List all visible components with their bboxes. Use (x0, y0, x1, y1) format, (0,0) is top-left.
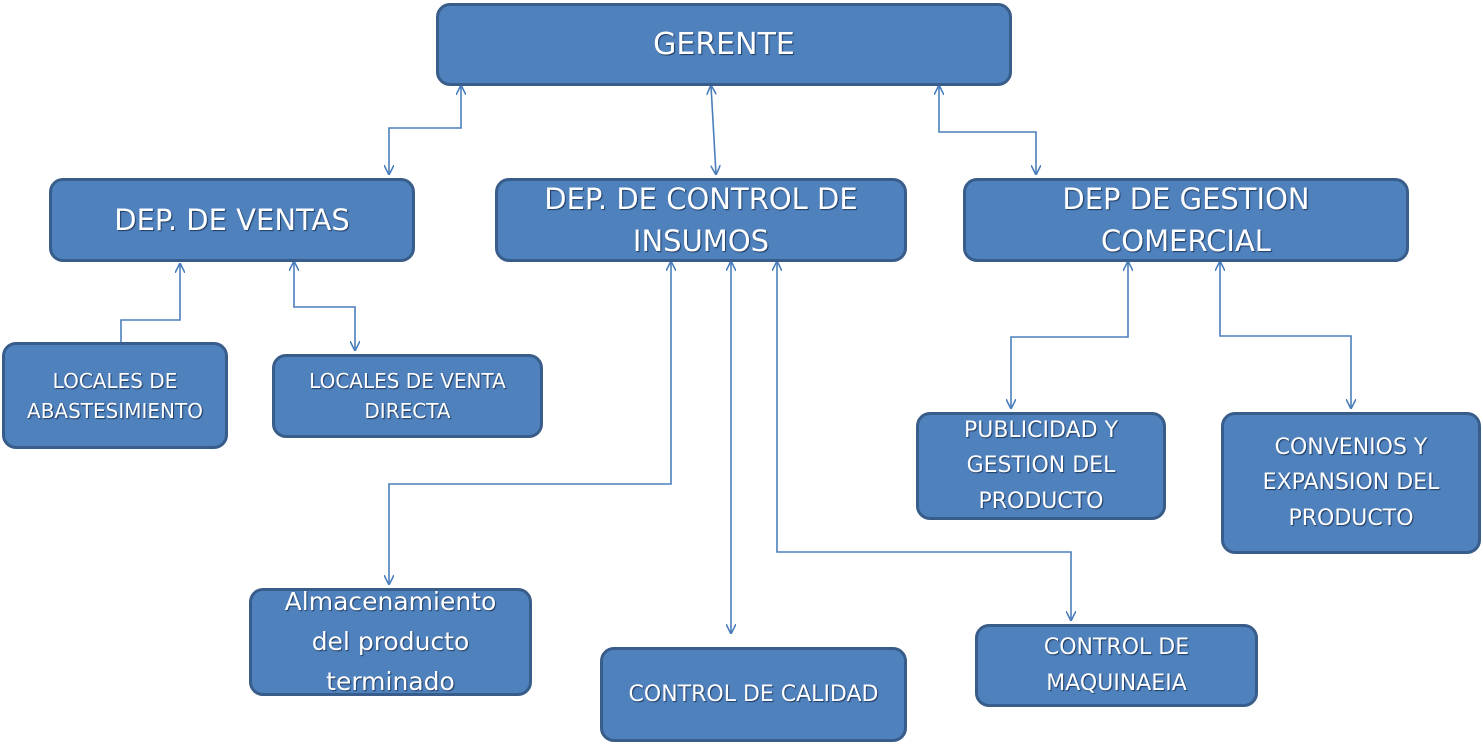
convenios-expansion-box: CONVENIOS Y EXPANSION DEL PRODUCTO (1221, 412, 1481, 554)
connector-gestion-convenios (1220, 262, 1351, 408)
dep-control-insumos-box: DEP. DE CONTROL DE INSUMOS (495, 178, 907, 262)
connector-ventas-locales-venta-directa (294, 262, 355, 350)
connector-gerente-control (711, 86, 716, 174)
connector-gerente-ventas (389, 86, 461, 174)
control-calidad-box: CONTROL DE CALIDAD (600, 647, 907, 742)
convenios-expansion-label: CONVENIOS Y EXPANSION DEL PRODUCTO (1262, 435, 1440, 531)
connector-control-maquinaeia (777, 262, 1071, 620)
gerente-box: GERENTE (436, 3, 1012, 86)
dep-gestion-comercial-box: DEP DE GESTION COMERCIAL (963, 178, 1409, 262)
dep-ventas-label: DEP. DE VENTAS (114, 202, 350, 237)
locales-abastesimiento-label: LOCALES DE ABASTESIMIENTO (27, 368, 203, 423)
almacenamiento-label: Almacenamiento del producto terminado (284, 587, 497, 696)
connector-ventas-locales-abastesimiento (120, 264, 180, 355)
dep-ventas-box: DEP. DE VENTAS (49, 178, 415, 262)
control-maquinaeia-box: CONTROL DE MAQUINAEIA (975, 624, 1258, 707)
dep-control-insumos-label: DEP. DE CONTROL DE INSUMOS (544, 181, 858, 258)
dep-gestion-comercial-label: DEP DE GESTION COMERCIAL (1062, 181, 1310, 258)
publicidad-gestion-box: PUBLICIDAD Y GESTION DEL PRODUCTO (916, 412, 1166, 520)
locales-venta-directa-label: LOCALES DE VENTA DIRECTA (309, 369, 506, 423)
locales-abastesimiento-box: LOCALES DE ABASTESIMIENTO (2, 342, 228, 449)
connector-control-almacenamiento (389, 262, 671, 584)
almacenamiento-box: Almacenamiento del producto terminado (249, 587, 532, 696)
publicidad-gestion-label: PUBLICIDAD Y GESTION DEL PRODUCTO (963, 418, 1119, 514)
control-calidad-label: CONTROL DE CALIDAD (628, 681, 879, 707)
connector-gerente-gestion (939, 86, 1036, 174)
locales-venta-directa-box: LOCALES DE VENTA DIRECTA (272, 354, 543, 438)
control-maquinaeia-label: CONTROL DE MAQUINAEIA (1043, 635, 1190, 696)
gerente-label: GERENTE (653, 27, 795, 62)
connector-gestion-publicidad (1011, 262, 1128, 408)
